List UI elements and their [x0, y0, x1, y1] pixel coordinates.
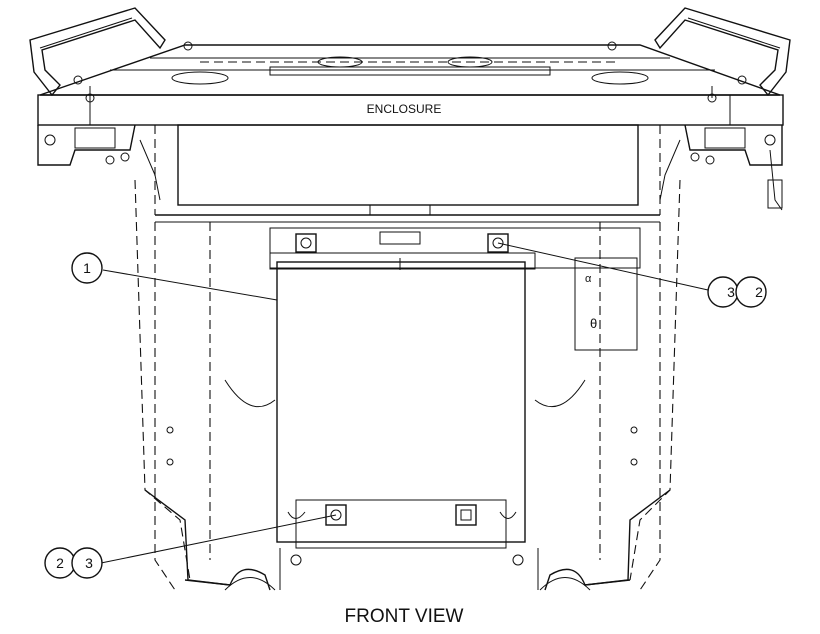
lower-base	[184, 499, 631, 591]
frame-legs	[134, 179, 681, 591]
callout-number: 3	[85, 555, 93, 571]
callout-number: 2	[755, 284, 763, 300]
callout-number: 2	[56, 555, 64, 571]
callout-number: 1	[83, 260, 91, 276]
callout-item-1: 1	[71, 252, 103, 284]
right-side-panel: α θ	[574, 257, 638, 351]
right-handle	[654, 7, 791, 97]
left-bracket	[37, 124, 161, 201]
right-bracket	[659, 124, 783, 211]
top-cover	[39, 41, 781, 96]
svg-text:θ: θ	[590, 316, 597, 331]
svg-text:α: α	[585, 273, 592, 285]
leader-lines	[100, 242, 709, 564]
callout-circle	[71, 252, 103, 284]
upper-frame	[154, 124, 661, 223]
enclosure-label: ENCLOSURE	[367, 102, 442, 116]
callout-circle	[71, 547, 103, 579]
main-module	[276, 258, 526, 543]
leg-cutouts	[166, 379, 638, 466]
callout-items-2-3: 2 3	[44, 547, 103, 579]
left-handle	[29, 7, 166, 97]
callout-circle	[735, 276, 767, 308]
callout-number: 3	[727, 284, 735, 300]
callout-items-3-2: 3 2	[707, 276, 767, 308]
view-caption: FRONT VIEW	[345, 606, 464, 627]
